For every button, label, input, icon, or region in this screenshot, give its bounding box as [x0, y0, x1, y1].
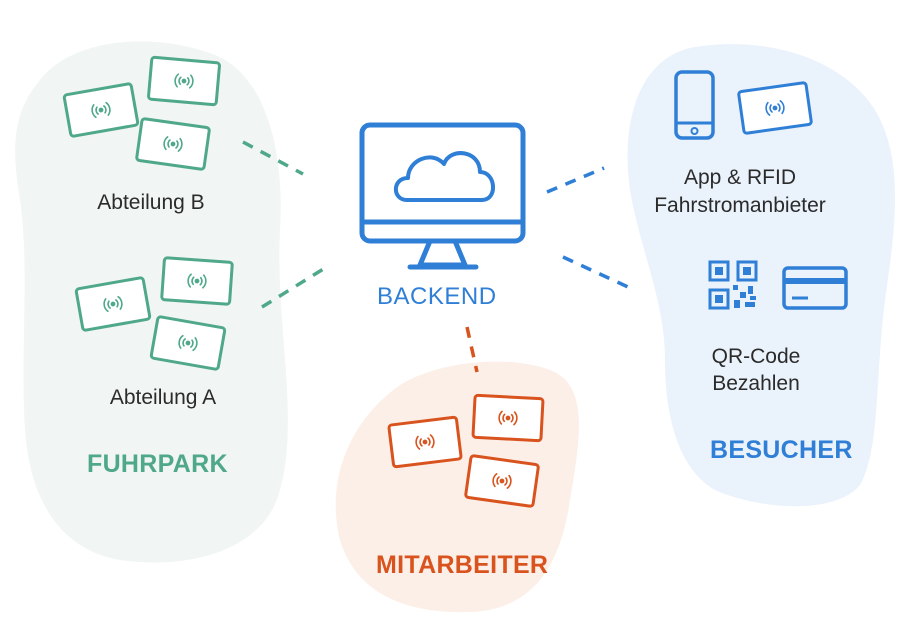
backend-label: BACKEND: [377, 283, 497, 310]
app-rfid-line1: App & RFID: [683, 166, 797, 189]
abteilung-a-label: Abteilung A: [109, 386, 217, 409]
rfid-card-icon: [471, 393, 545, 443]
fuhrpark-area: [15, 41, 288, 563]
rfid-card-icon: [160, 256, 234, 306]
connector-app-rfid: [546, 166, 605, 194]
smartphone-icon: [674, 70, 715, 140]
besucher-area: [627, 44, 895, 507]
connector-abteilung-a: [261, 266, 326, 309]
credit-card-icon: [782, 266, 848, 310]
connector-mitarbeiter: [465, 326, 479, 373]
rfid-card-icon: [387, 415, 463, 469]
rfid-card-icon: [74, 276, 152, 332]
fuhrpark-title: FUHRPARK: [87, 450, 228, 478]
qr-code-icon: [708, 260, 758, 310]
connector-qr-code: [562, 255, 629, 289]
mitarbeiter-title: MITARBEITER: [376, 551, 549, 579]
qr-code-line1: QR-Code: [711, 345, 801, 368]
rfid-card-icon: [737, 81, 813, 135]
rfid-card-icon: [135, 117, 211, 171]
rfid-card-icon: [464, 454, 540, 508]
rfid-card-icon: [62, 82, 140, 138]
qr-code-line2: Bezahlen: [712, 372, 800, 395]
monitor-cloud-icon: [359, 122, 526, 270]
rfid-card-icon: [149, 315, 227, 371]
abteilung-b-label: Abteilung B: [97, 191, 205, 214]
rfid-card-icon: [147, 55, 221, 107]
besucher-title: BESUCHER: [710, 436, 853, 464]
app-rfid-line2: Fahrstromanbieter: [654, 194, 826, 217]
